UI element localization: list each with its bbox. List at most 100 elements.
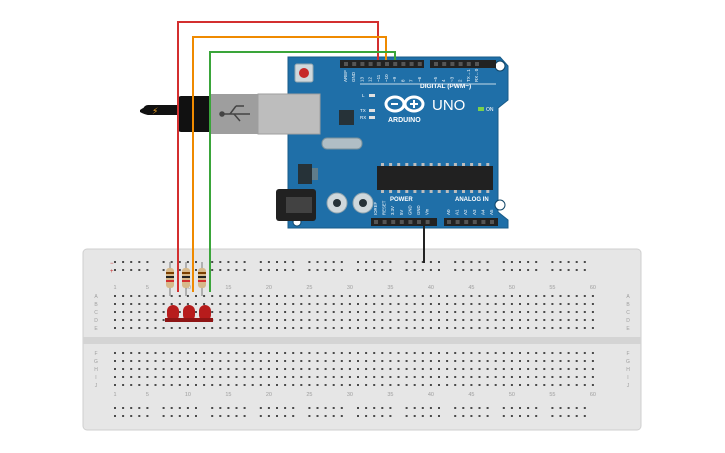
rail-hole[interactable] — [292, 269, 295, 271]
terminal-hole[interactable] — [146, 311, 149, 313]
terminal-hole[interactable] — [519, 384, 521, 386]
rail-hole[interactable] — [583, 407, 586, 409]
rail-hole[interactable] — [405, 407, 408, 409]
terminal-hole[interactable] — [267, 295, 270, 297]
terminal-hole[interactable] — [591, 303, 594, 305]
terminal-hole[interactable] — [478, 327, 481, 329]
terminal-hole[interactable] — [421, 295, 424, 297]
terminal-hole[interactable] — [235, 327, 238, 329]
rail-hole[interactable] — [583, 269, 586, 271]
terminal-hole[interactable] — [243, 311, 246, 313]
rail-hole[interactable] — [510, 269, 513, 271]
terminal-hole[interactable] — [195, 376, 197, 378]
terminal-hole[interactable] — [324, 311, 327, 313]
rail-hole[interactable] — [527, 269, 530, 271]
terminal-hole[interactable] — [470, 303, 473, 305]
terminal-hole[interactable] — [357, 319, 359, 321]
rail-hole[interactable] — [259, 407, 262, 409]
led-red[interactable] — [197, 305, 213, 322]
terminal-hole[interactable] — [454, 352, 457, 354]
terminal-hole[interactable] — [251, 295, 254, 297]
rail-hole[interactable] — [478, 415, 481, 417]
terminal-hole[interactable] — [276, 360, 278, 362]
terminal-hole[interactable] — [591, 368, 594, 370]
terminal-hole[interactable] — [154, 360, 157, 362]
terminal-hole[interactable] — [519, 352, 521, 354]
rail-hole[interactable] — [162, 407, 165, 409]
terminal-hole[interactable] — [170, 352, 173, 354]
terminal-hole[interactable] — [519, 311, 521, 313]
terminal-hole[interactable] — [243, 368, 246, 370]
rail-hole[interactable] — [438, 261, 440, 263]
header-pin[interactable] — [447, 220, 451, 224]
rail-hole[interactable] — [429, 269, 432, 271]
terminal-hole[interactable] — [494, 376, 497, 378]
terminal-hole[interactable] — [211, 327, 214, 329]
rail-hole[interactable] — [284, 269, 287, 271]
terminal-hole[interactable] — [389, 376, 392, 378]
terminal-hole[interactable] — [122, 384, 125, 386]
terminal-hole[interactable] — [405, 311, 408, 313]
terminal-hole[interactable] — [438, 295, 440, 297]
terminal-hole[interactable] — [373, 295, 376, 297]
header-pin[interactable] — [481, 220, 486, 224]
terminal-hole[interactable] — [486, 352, 489, 354]
rail-hole[interactable] — [211, 415, 214, 417]
terminal-hole[interactable] — [454, 295, 457, 297]
terminal-hole[interactable] — [203, 295, 206, 297]
rail-hole[interactable] — [332, 261, 335, 263]
terminal-hole[interactable] — [292, 352, 295, 354]
rail-hole[interactable] — [324, 261, 327, 263]
terminal-hole[interactable] — [381, 384, 384, 386]
terminal-hole[interactable] — [138, 384, 141, 386]
rail-hole[interactable] — [510, 261, 513, 263]
rail-hole[interactable] — [389, 261, 392, 263]
rail-hole[interactable] — [259, 269, 262, 271]
terminal-hole[interactable] — [559, 384, 562, 386]
terminal-hole[interactable] — [510, 352, 513, 354]
terminal-hole[interactable] — [438, 327, 440, 329]
terminal-hole[interactable] — [405, 384, 408, 386]
rail-hole[interactable] — [122, 407, 125, 409]
terminal-hole[interactable] — [308, 295, 311, 297]
terminal-hole[interactable] — [559, 327, 562, 329]
terminal-hole[interactable] — [114, 327, 116, 329]
terminal-hole[interactable] — [510, 368, 513, 370]
rail-hole[interactable] — [170, 407, 173, 409]
rail-hole[interactable] — [535, 415, 538, 417]
terminal-hole[interactable] — [551, 368, 554, 370]
terminal-hole[interactable] — [300, 319, 303, 321]
terminal-hole[interactable] — [510, 384, 513, 386]
terminal-hole[interactable] — [203, 384, 206, 386]
header-pin[interactable] — [393, 62, 398, 66]
terminal-hole[interactable] — [413, 303, 416, 305]
terminal-hole[interactable] — [178, 368, 181, 370]
terminal-hole[interactable] — [446, 327, 449, 329]
terminal-hole[interactable] — [429, 360, 432, 362]
header-pin[interactable] — [374, 220, 378, 224]
terminal-hole[interactable] — [454, 384, 457, 386]
rail-hole[interactable] — [316, 415, 319, 417]
terminal-hole[interactable] — [405, 319, 408, 321]
resistor[interactable] — [166, 262, 174, 296]
terminal-hole[interactable] — [591, 295, 594, 297]
terminal-hole[interactable] — [292, 295, 295, 297]
rail-hole[interactable] — [421, 261, 424, 263]
terminal-hole[interactable] — [138, 311, 141, 313]
terminal-hole[interactable] — [130, 327, 133, 329]
terminal-hole[interactable] — [405, 303, 408, 305]
rail-hole[interactable] — [405, 269, 408, 271]
rail-hole[interactable] — [413, 415, 416, 417]
terminal-hole[interactable] — [243, 360, 246, 362]
terminal-hole[interactable] — [591, 352, 594, 354]
terminal-hole[interactable] — [357, 295, 359, 297]
rail-hole[interactable] — [138, 269, 141, 271]
terminal-hole[interactable] — [478, 303, 481, 305]
terminal-hole[interactable] — [543, 384, 546, 386]
terminal-hole[interactable] — [332, 368, 335, 370]
header-pin[interactable] — [368, 62, 373, 66]
terminal-hole[interactable] — [494, 327, 497, 329]
terminal-hole[interactable] — [195, 360, 197, 362]
terminal-hole[interactable] — [357, 303, 359, 305]
usb-cable[interactable]: ⚡ — [140, 93, 321, 135]
